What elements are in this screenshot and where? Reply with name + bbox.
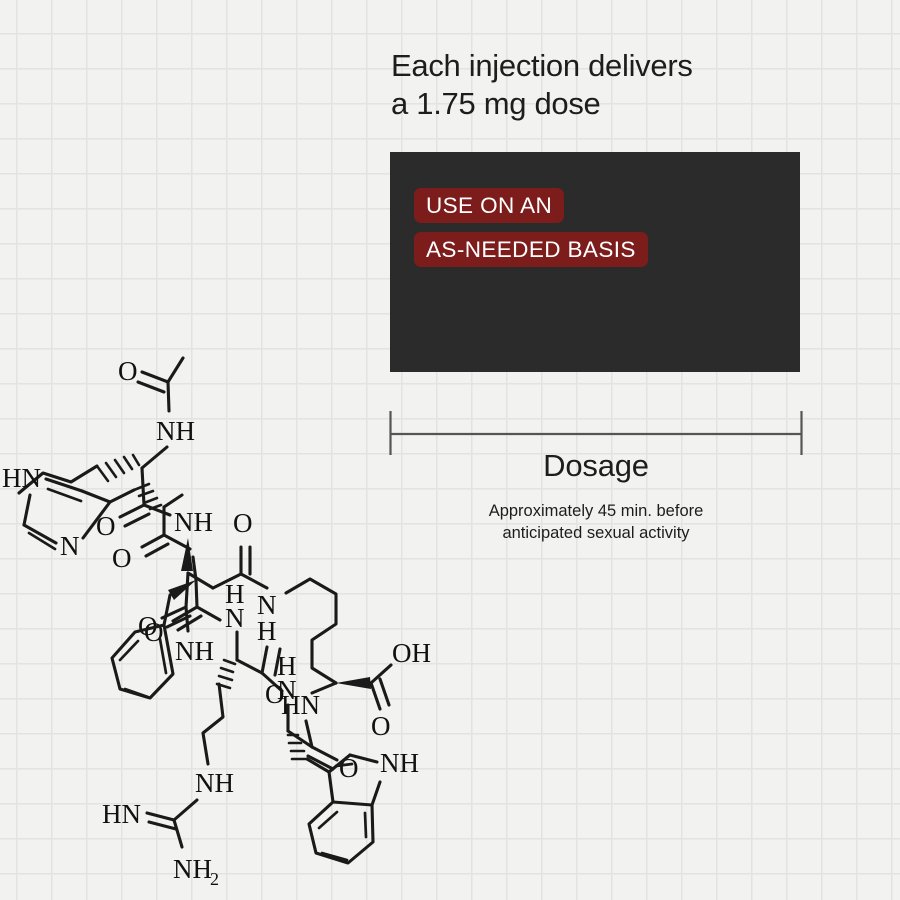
- atom-label-asp-carbonyl-o: O: [138, 611, 158, 641]
- atom-label-arg-h: H: [225, 579, 245, 609]
- atom-label-acetyl-nh: NH: [156, 416, 195, 446]
- bremelanotide-structure-diagram: O NH O NH O: [0, 335, 462, 900]
- callout-highlight-text: USE ON AN AS-NEEDED BASIS: [414, 188, 648, 267]
- atom-label-his-hn: HN: [2, 463, 41, 493]
- stereo-wedge-cterm: [336, 677, 371, 689]
- stereo-hash-nle: [95, 453, 141, 483]
- atom-label-his-nh: NH: [175, 636, 214, 666]
- atom-label-lys-nh-n: N: [257, 590, 277, 620]
- atom-label-arg-n: N: [225, 603, 245, 633]
- atom-label-asp-side-o: O: [233, 508, 253, 538]
- stereo-hash-trp: [286, 733, 309, 761]
- stereo-hash-his: [132, 482, 163, 511]
- atom-label-acetyl-oxygen: O: [118, 356, 138, 386]
- atom-label-lys-nh-h: H: [257, 616, 277, 646]
- atom-label-nle-carbonyl-o: O: [96, 511, 116, 541]
- dosage-title: Dosage: [543, 448, 649, 483]
- atom-label-cterm-oh: OH: [392, 638, 431, 668]
- bracket-svg: [389, 411, 803, 455]
- atom-label-trp-indole-nh: NH: [380, 748, 419, 778]
- stereo-wedge-phe: [168, 580, 196, 600]
- atom-label-his-n: N: [60, 531, 80, 561]
- atom-label-arg-guanidine-nh2-sub: 2: [210, 869, 219, 889]
- atom-label-trp-h: H: [277, 651, 297, 681]
- dosage-bracket: [389, 410, 803, 456]
- dosage-subtitle: Approximately 45 min. before anticipated…: [488, 502, 704, 542]
- atom-label-trp-n: N: [277, 675, 297, 705]
- callout-container: USE ON AN AS-NEEDED BASIS: [414, 184, 754, 272]
- atom-label-arg-o-visible: O: [265, 679, 285, 709]
- atom-label-arg-guanidine-nh: NH: [195, 768, 234, 798]
- atom-label-phe-carbonyl-o: O: [144, 617, 164, 647]
- atom-label-arg-guanidine-hn: HN: [102, 799, 141, 829]
- atom-label-cterm-o: O: [371, 711, 391, 741]
- atom-label-asp-nh: NH: [174, 507, 213, 537]
- molecule-svg: O NH O NH O: [2, 356, 431, 889]
- atom-label-his-carbonyl-o: O: [112, 543, 132, 573]
- stereo-wedge-asp: [181, 538, 193, 571]
- atom-label-arg-guanidine-nh2: NH: [173, 854, 212, 884]
- dark-media-panel: USE ON AN AS-NEEDED BASIS: [390, 152, 800, 372]
- page-title: Each injection delivers a 1.75 mg dose: [391, 48, 693, 121]
